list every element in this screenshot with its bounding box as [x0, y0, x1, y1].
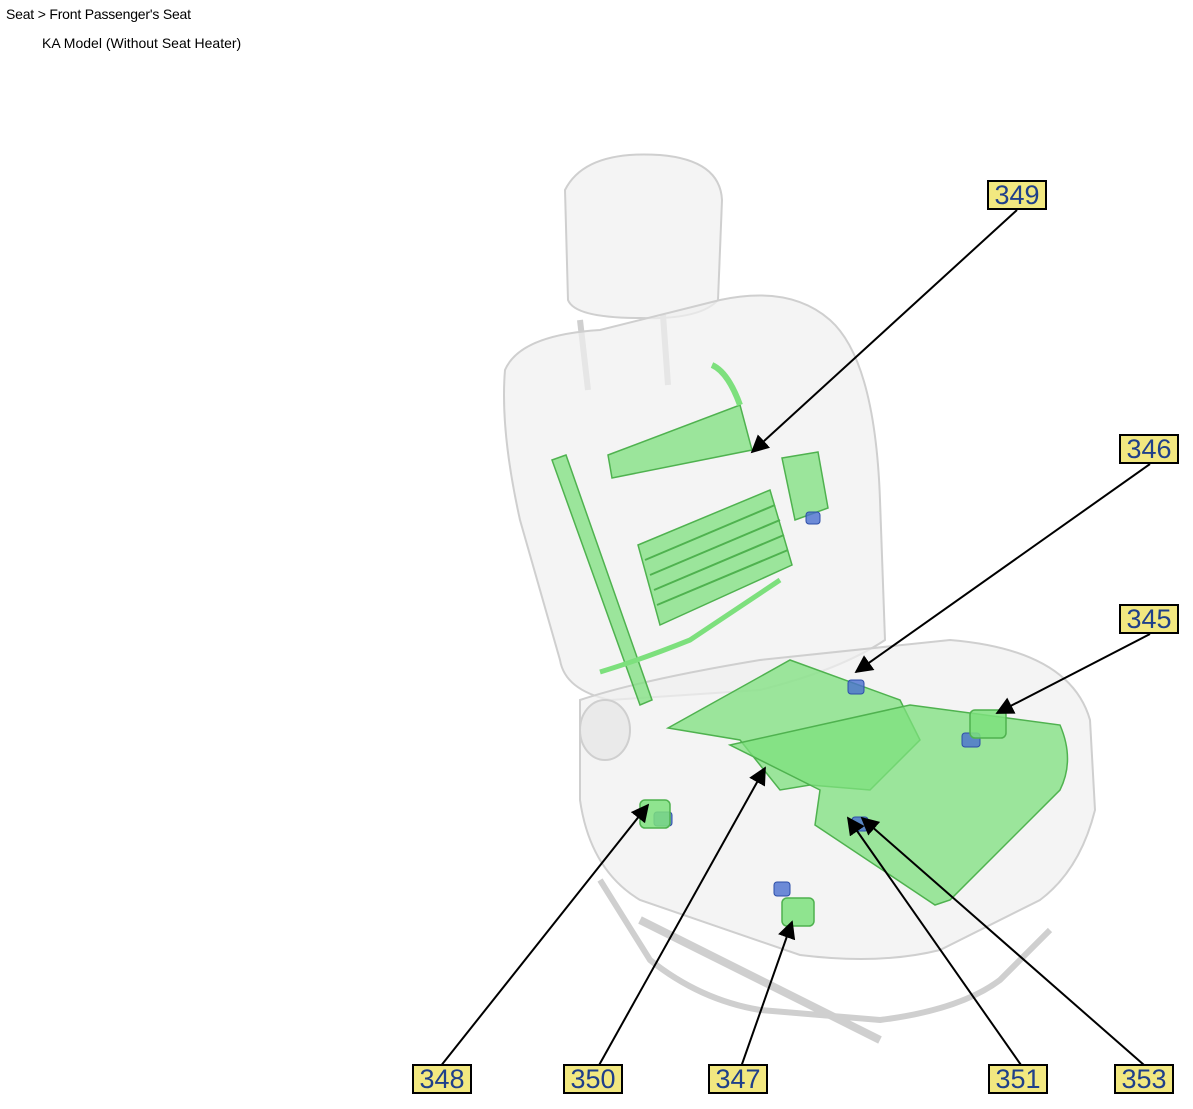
lumbar-panel [637, 488, 793, 627]
headrest [563, 153, 724, 320]
leader-348 [439, 803, 650, 1068]
callout-346: 346 [1119, 434, 1179, 464]
callout-353: 353 [1114, 1064, 1174, 1094]
leader-346 [854, 463, 1151, 674]
leader-lines [439, 209, 1151, 1068]
page-subtitle: KA Model (Without Seat Heater) [42, 35, 242, 51]
connector-347 [773, 881, 791, 897]
leader-350 [597, 766, 766, 1068]
connector-351 [851, 816, 869, 832]
backrest [503, 294, 887, 702]
seat-mat-front [727, 704, 1069, 906]
leader-345 [995, 633, 1151, 714]
callout-349: 349 [987, 180, 1047, 210]
breadcrumb: Seat > Front Passenger's Seat [6, 6, 191, 22]
side-airbag-strip [551, 454, 653, 706]
callout-351: 351 [988, 1064, 1048, 1094]
ecu-block-348 [639, 799, 671, 829]
seat-rail [638, 916, 882, 1044]
ecu-block-347 [781, 897, 815, 927]
callout-345: 345 [1119, 604, 1179, 634]
callout-347: 347 [708, 1064, 768, 1094]
ecu-block-345 [969, 709, 1007, 739]
connector-346 [847, 679, 865, 695]
leader-351 [846, 816, 1022, 1066]
leader-353 [860, 816, 1145, 1066]
seat-base [597, 878, 1053, 1024]
recliner-knob [579, 699, 631, 761]
leader-347 [740, 920, 796, 1068]
lower-frame-wire [599, 577, 782, 675]
callout-348: 348 [412, 1064, 472, 1094]
callout-350: 350 [563, 1064, 623, 1094]
side-airbag-module [781, 451, 829, 522]
leader-349 [750, 209, 1018, 454]
connector-side [805, 511, 821, 525]
backrest-frame-wire [710, 362, 743, 407]
